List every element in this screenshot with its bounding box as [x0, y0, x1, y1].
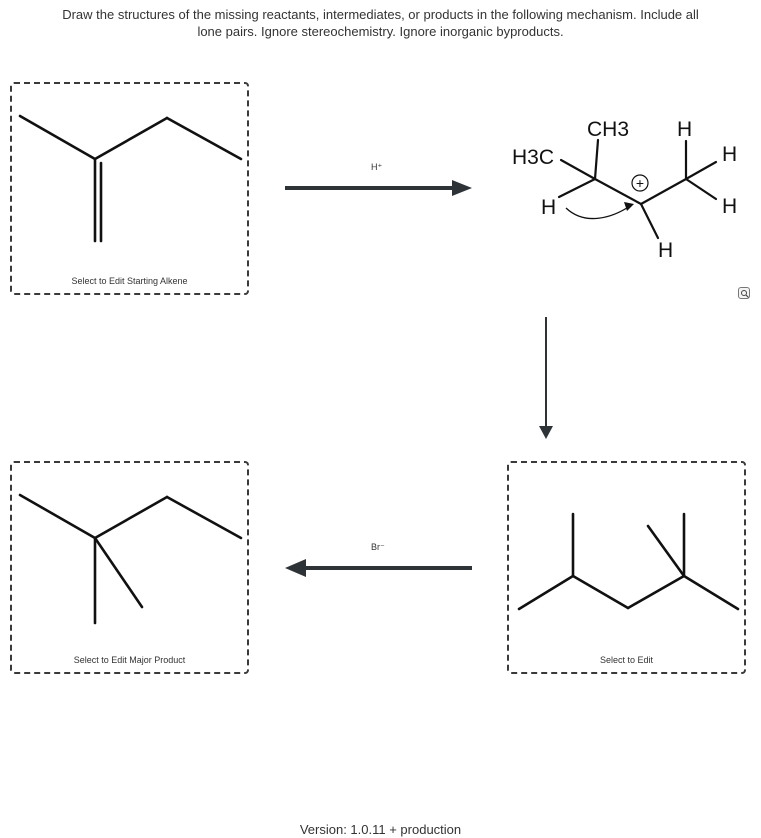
h-right-top-label: H — [722, 143, 737, 166]
major-product-box[interactable]: Select to Edit Major Product — [10, 461, 249, 674]
h-top-label: H — [677, 118, 692, 141]
charge-label: + — [636, 175, 644, 191]
reagent-br-minus: Br⁻ — [371, 542, 385, 552]
zoom-button[interactable] — [738, 287, 750, 299]
ch3-label: CH3 — [587, 118, 629, 141]
instructions-line-2: lone pairs. Ignore stereochemistry. Igno… — [197, 24, 564, 39]
magnifier-icon — [741, 290, 749, 298]
h3c-label: H3C — [512, 146, 554, 169]
starting-alkene-label: Select to Edit Starting Alkene — [71, 276, 188, 286]
h-bottom-label: H — [658, 239, 673, 262]
arrow-right-step1 — [285, 180, 472, 196]
rearranged-structure-box[interactable]: Select to Edit — [507, 461, 746, 674]
h-right-bottom-label: H — [722, 195, 737, 218]
rearranged-structure — [517, 512, 740, 611]
rearranged-structure-label: Select to Edit — [599, 655, 654, 665]
instructions: Draw the structures of the missing react… — [10, 6, 751, 40]
reagent-h-plus: H⁺ — [371, 162, 383, 172]
h-left-label: H — [541, 196, 556, 219]
starting-alkene-box[interactable]: Select to Edit Starting Alkene — [10, 82, 249, 295]
major-product-structure — [18, 493, 243, 625]
arrow-left-step3 — [285, 559, 472, 577]
arrow-down-step2 — [539, 317, 553, 439]
starting-alkene-structure — [18, 114, 243, 243]
major-product-label: Select to Edit Major Product — [73, 655, 186, 665]
instructions-line-1: Draw the structures of the missing react… — [62, 7, 699, 22]
version-text: Version: 1.0.11 + production — [299, 822, 462, 837]
